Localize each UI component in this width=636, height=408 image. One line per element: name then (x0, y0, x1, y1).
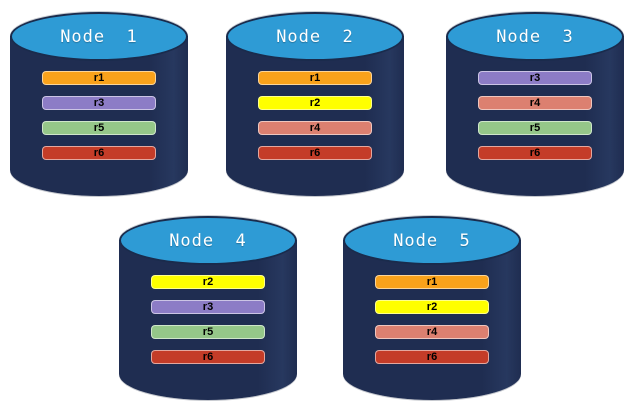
replica-bar: r1 (258, 71, 372, 85)
replica-bar-list: r2 r3 r5 r6 (151, 275, 265, 364)
replica-bar: r4 (478, 96, 592, 110)
replica-bar: r5 (151, 325, 265, 339)
replica-bar: r3 (478, 71, 592, 85)
cylinder-body (343, 240, 521, 400)
replica-bar-list: r1 r2 r4 r6 (375, 275, 489, 364)
replica-bar: r3 (151, 300, 265, 314)
replica-bar: r5 (42, 121, 156, 135)
replica-bar-list: r1 r3 r5 r6 (42, 71, 156, 160)
replica-bar: r6 (478, 146, 592, 160)
node-cylinder-5: Node 5 r1 r2 r4 r6 (343, 216, 521, 400)
node-cylinder-2: Node 2 r1 r2 r4 r6 (226, 12, 404, 196)
replica-bar: r1 (42, 71, 156, 85)
replica-bar: r1 (375, 275, 489, 289)
replica-bar: r6 (42, 146, 156, 160)
cylinder-top (343, 216, 521, 265)
node-cylinder-4: Node 4 r2 r3 r5 r6 (119, 216, 297, 400)
node-title: Node 3 (496, 26, 574, 47)
cylinder-body (119, 240, 297, 400)
replica-bar: r6 (151, 350, 265, 364)
node-title: Node 1 (60, 26, 138, 47)
node-title: Node 2 (276, 26, 354, 47)
node-cylinder-3: Node 3 r3 r4 r5 r6 (446, 12, 624, 196)
replica-bar: r2 (375, 300, 489, 314)
node-title: Node 5 (393, 230, 471, 251)
replica-bar: r3 (42, 96, 156, 110)
replica-bar: r4 (375, 325, 489, 339)
replica-bar: r4 (258, 121, 372, 135)
replica-bar-list: r3 r4 r5 r6 (478, 71, 592, 160)
cylinder-top (446, 12, 624, 61)
replica-bar: r6 (375, 350, 489, 364)
replica-bar: r6 (258, 146, 372, 160)
replica-bar-list: r1 r2 r4 r6 (258, 71, 372, 160)
cylinder-body (446, 36, 624, 196)
node-title: Node 4 (169, 230, 247, 251)
cylinder-body (226, 36, 404, 196)
replica-bar: r2 (258, 96, 372, 110)
cylinder-top (119, 216, 297, 265)
replica-bar: r2 (151, 275, 265, 289)
cylinder-body (10, 36, 188, 196)
replica-bar: r5 (478, 121, 592, 135)
cylinder-top (226, 12, 404, 61)
node-cylinder-1: Node 1 r1 r3 r5 r6 (10, 12, 188, 196)
cylinder-top (10, 12, 188, 61)
